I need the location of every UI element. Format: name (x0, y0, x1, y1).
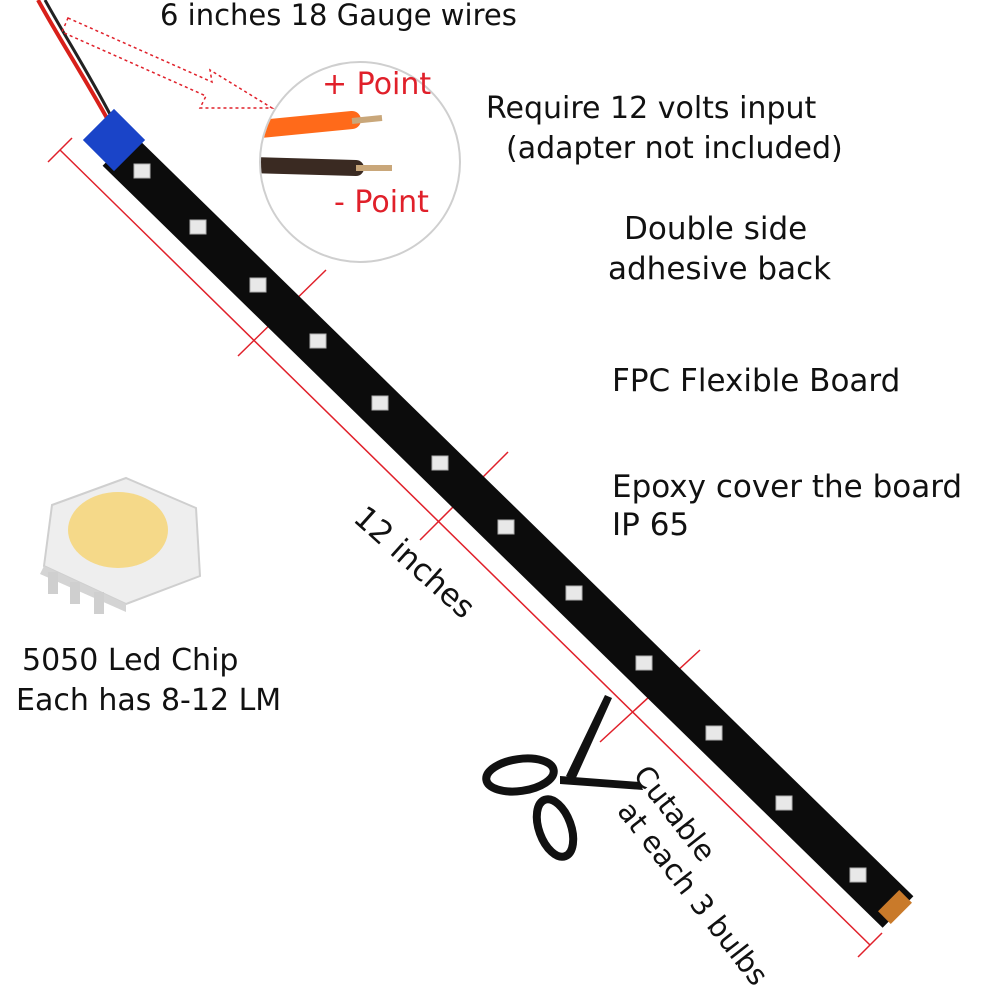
voltage-label-line2: (adapter not included) (506, 131, 843, 166)
epoxy-label-line2: IP 65 (612, 507, 690, 543)
adhesive-label-line2: adhesive back (608, 251, 832, 287)
wire-label: 6 inches 18 Gauge wires (160, 0, 517, 32)
voltage-label-line1: Require 12 volts input (486, 91, 817, 126)
board-label: FPC Flexible Board (612, 363, 901, 399)
positive-point-label: + Point (322, 67, 432, 102)
chip-label-line2: Each has 8-12 LM (16, 683, 282, 718)
scissors-icon (482, 695, 643, 861)
length-dimension (47, 137, 883, 958)
strip-leds (133, 163, 867, 883)
led-chip-icon (40, 476, 202, 614)
chip-label-line1: 5050 Led Chip (22, 643, 239, 678)
epoxy-label-line1: Epoxy cover the board (612, 469, 963, 505)
wire-closeup (259, 61, 461, 263)
wire-pointer-arrow (61, 17, 275, 109)
black-wire (43, 0, 114, 119)
negative-point-label: - Point (334, 185, 429, 220)
red-wire (36, 0, 110, 121)
adhesive-label-line1: Double side (624, 211, 808, 247)
